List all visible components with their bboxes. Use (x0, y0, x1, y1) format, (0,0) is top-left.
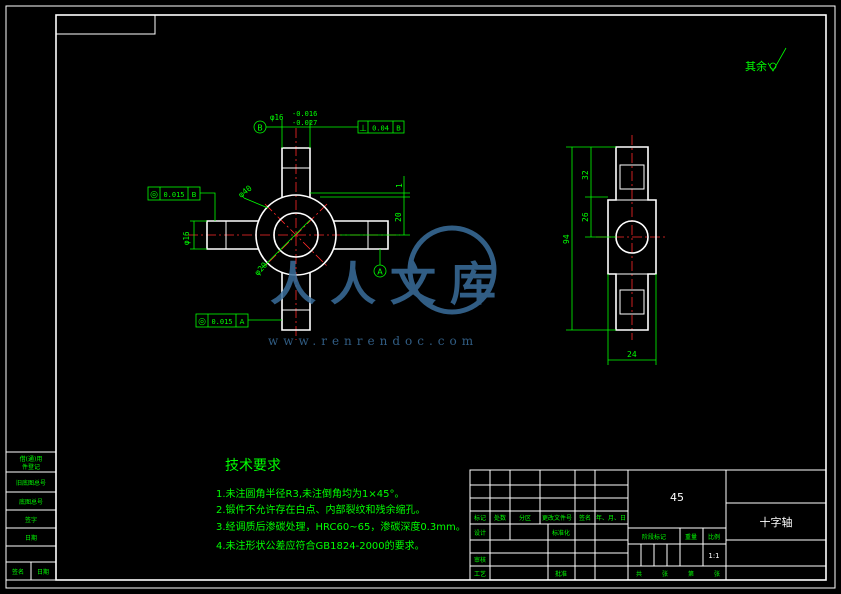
dim-1-value: 1 (395, 183, 404, 188)
tech-requirements: 技术要求 1.未注圆角半径R3,未注倒角均为1×45°。 2.锻件不允许存在白点… (216, 458, 466, 552)
stage-mark-label: 阶段标记 (642, 533, 666, 541)
surface-finish-label: 其余 (745, 59, 767, 73)
bottom-trunnion (281, 273, 311, 331)
sheets-label: 张 (714, 570, 720, 578)
left-concentricity-datum: B (192, 191, 197, 199)
left-concentricity-leader (200, 192, 216, 221)
top-diameter-upper-dev: -0.016 (292, 110, 317, 118)
hub-outer-circle (255, 194, 337, 276)
bottom-concentricity-symbol-icon: ◎ (198, 317, 206, 327)
sheets-label: 第 (688, 570, 694, 578)
watermark-text: 人人文库 (270, 257, 510, 311)
phi40-leader (243, 197, 269, 209)
process-label: 工艺 (474, 570, 486, 578)
design-label: 设计 (474, 529, 486, 537)
strip-cell: 日期 (37, 568, 49, 576)
watermark: 人人文库 www.renrendoc.com (268, 225, 510, 348)
row-header: 处数 (494, 514, 506, 522)
perpendicularity-symbol-icon: ⊥ (359, 124, 367, 134)
perpendicularity-frame (357, 120, 405, 134)
part-name: 十字轴 (760, 515, 793, 529)
dim-26-value: 26 (581, 212, 590, 222)
datum-a-circle (373, 264, 387, 278)
scale-label: 比例 (708, 533, 720, 541)
side-record-strip: 借(通)用 件登记 旧底图总号 底图总号 签字 日期 签名 日期 (5, 451, 57, 581)
dim-94-value: 94 (562, 234, 571, 244)
strip-cell: 签字 (25, 516, 37, 524)
top-diameter-value: φ16 (270, 113, 284, 122)
standardize-label: 标准化 (552, 529, 570, 537)
row-header: 更改文件号 (542, 514, 572, 522)
tech-requirements-title: 技术要求 (225, 458, 281, 474)
side-bottom-pocket (619, 289, 645, 315)
dim-32-value: 32 (581, 170, 590, 180)
material-value: 45 (670, 491, 684, 504)
top-trunnion (281, 147, 311, 197)
approve-label: 批准 (555, 570, 567, 578)
outer-border (5, 5, 836, 589)
perpendicularity-value: 0.04 (372, 125, 389, 133)
inner-frame (55, 14, 827, 581)
front-diagonal-centerline-2 (264, 203, 328, 267)
strip-cell: 日期 (25, 534, 37, 542)
left-diameter-value: φ16 (182, 231, 191, 245)
strip-cell: 借(通)用 (20, 455, 43, 463)
sheets-label: 张 (662, 570, 668, 578)
strip-cell: 签名 (12, 568, 24, 576)
side-strip-frame (5, 451, 57, 581)
title-block-frame (469, 469, 827, 581)
front-view: B φ16 -0.016 -0.027 ⊥ 0.04 B ◎ 0.015 B φ… (147, 110, 410, 340)
perpendicularity-datum: B (396, 125, 401, 133)
dim-24-value: 24 (627, 350, 637, 359)
bottom-concentricity-frame (195, 313, 249, 328)
weight-label: 重量 (685, 533, 697, 541)
strip-cell: 件登记 (22, 463, 40, 471)
row-header: 标记 (474, 514, 486, 522)
left-concentricity-frame (147, 186, 201, 201)
bottom-concentricity-value: 0.015 (211, 318, 232, 326)
bottom-concentricity-datum: A (240, 318, 245, 326)
row-header: 分区 (519, 514, 531, 522)
top-diameter-lower-dev: -0.027 (292, 119, 317, 127)
surface-finish-mark: 其余 (745, 47, 787, 73)
row-header: 签名 (579, 514, 591, 522)
left-trunnion (206, 220, 258, 250)
phi20-leader (261, 219, 311, 269)
review-label: 审核 (474, 556, 486, 564)
datum-a-label: A (377, 268, 383, 277)
left-concentricity-value: 0.015 (163, 191, 184, 199)
sheets-total-label: 共 (636, 570, 642, 578)
roughness-circle-icon (769, 62, 777, 70)
top-left-code-box (55, 14, 156, 35)
left-concentricity-symbol-icon: ◎ (150, 190, 158, 200)
strip-cell: 旧底图总号 (16, 479, 46, 487)
row-header: 年、月、日 (596, 514, 626, 522)
tech-requirement-item: 3.经调质后渗碳处理，HRC60~65，渗碳深度0.3mm。 (216, 520, 466, 533)
tech-requirement-item: 2.锻件不允许存在白点、内部裂纹和残余缩孔。 (216, 503, 426, 516)
side-top-pocket (619, 164, 645, 190)
tech-requirement-item: 1.未注圆角半径R3,未注倒角均为1×45°。 (216, 487, 405, 500)
phi40-value: φ40 (237, 183, 254, 199)
title-block: 45 十字轴 标记 处数 分区 更改文件号 签名 年、月、日 设计 标准化 审核… (469, 469, 827, 581)
side-view: 32 26 94 24 (562, 135, 668, 365)
watermark-logo-icon (407, 225, 497, 315)
watermark-url: www.renrendoc.com (268, 334, 478, 348)
datum-b-label: B (257, 124, 263, 133)
tech-requirement-item: 4.未注形状公差应符合GB1824-2000的要求。 (216, 539, 425, 552)
hub-inner-circle (273, 212, 319, 258)
dim-20-value: 20 (394, 212, 403, 222)
strip-cell: 底图总号 (19, 498, 43, 506)
scale-value: 1:1 (708, 552, 719, 560)
